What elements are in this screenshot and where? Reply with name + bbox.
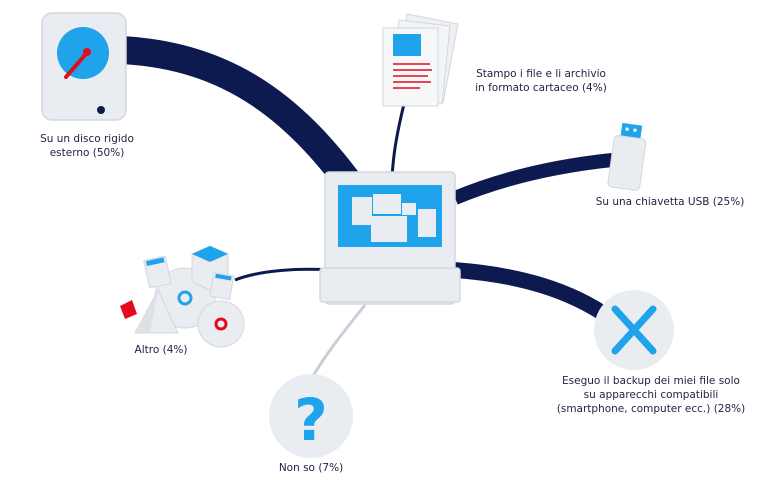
label-usb: Su una chiavetta USB (25%): [590, 195, 750, 209]
connector-disk: [119, 36, 377, 213]
close-icon: [594, 290, 674, 370]
label-line: Eseguo il backup dei miei file solo: [562, 375, 740, 387]
label-line: (smartphone, computer ecc.) (28%): [556, 403, 746, 415]
label-disk: Su un disco rigido esterno (50%): [22, 132, 152, 160]
hard-disk-icon: [41, 12, 127, 121]
label-line: in formato cartaceo (4%): [475, 82, 607, 94]
connector-paper: [390, 99, 407, 179]
label-other: Altro (4%): [116, 343, 206, 357]
label-paper: Stampo i file e li archivio in formato c…: [466, 67, 616, 95]
svg-text:?: ?: [294, 386, 328, 454]
label-unknown: Non so (7%): [256, 461, 366, 475]
label-line: Stampo i file e li archivio: [476, 68, 606, 80]
usb-stick-icon: [607, 122, 647, 191]
label-line: Su una chiavetta USB (25%): [595, 196, 745, 208]
printed-documents-icon: [382, 13, 459, 107]
connector-other: [234, 267, 331, 282]
connector-unknown: [310, 304, 367, 379]
connector-usb: [452, 153, 613, 205]
label-line: Non so (7%): [278, 462, 344, 474]
label-line: Su un disco rigido: [40, 133, 134, 145]
label-line: Altro (4%): [134, 344, 188, 356]
label-devices: Eseguo il backup dei miei file solo su a…: [546, 374, 756, 416]
label-line: su apparecchi compatibili: [583, 389, 719, 401]
laptop-icon: [319, 171, 461, 305]
label-line: esterno (50%): [49, 147, 125, 159]
misc-media-icon: [120, 245, 245, 348]
question-mark-icon: ?: [269, 374, 353, 458]
connector-devices: [454, 262, 615, 325]
